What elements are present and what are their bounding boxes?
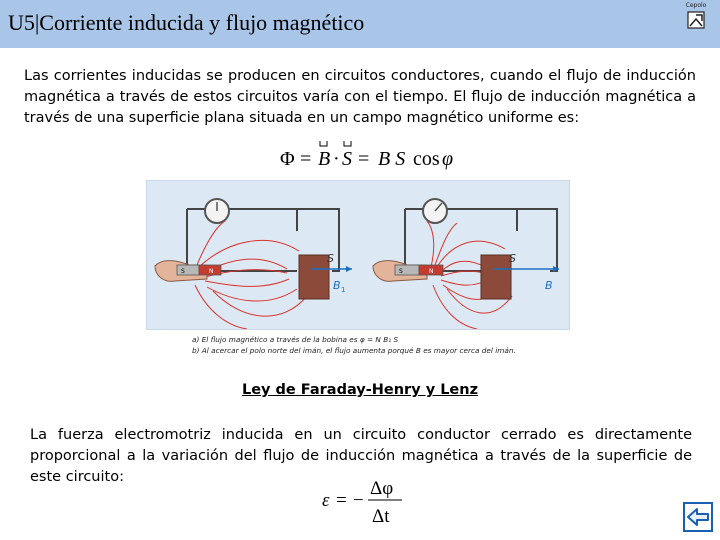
caption-line-a: a) El flujo magnético a través de la bob… xyxy=(192,335,399,344)
figure-caption: a) El flujo magnético a través de la bob… xyxy=(192,334,516,356)
left-circuit-wire xyxy=(186,208,340,272)
formula-s-vector: S xyxy=(342,148,352,170)
formula-b-vector: B xyxy=(318,148,330,170)
formula-emf: ε xyxy=(322,490,330,511)
formula2-numerator: Δφ xyxy=(370,478,393,499)
left-magnet-n xyxy=(198,264,222,276)
intro-paragraph: Las corrientes inducidas se producen en … xyxy=(24,68,696,126)
right-s-label: S xyxy=(509,252,516,265)
back-arrow-icon xyxy=(683,502,713,532)
formula2-minus: − xyxy=(353,490,364,511)
formula2-equals: = xyxy=(336,490,347,511)
right-circuit-wire xyxy=(404,208,558,272)
logo-text: Cepolo xyxy=(685,2,707,9)
formula-angle: φ xyxy=(442,148,453,170)
right-b-label: B xyxy=(545,279,553,292)
left-coil-icon xyxy=(298,254,330,300)
formula2-denominator: Δt xyxy=(372,506,390,526)
right-magnet-n xyxy=(418,264,444,276)
formula-phi: Φ xyxy=(280,148,295,170)
right-panel: S N S B xyxy=(372,198,559,330)
formula-dot: · xyxy=(333,148,340,170)
left-b-label: B xyxy=(333,279,341,292)
formula-bs: B S xyxy=(378,148,405,170)
faraday-formula: ε = − Δφ Δt xyxy=(322,478,402,526)
right-coil-icon xyxy=(480,254,512,300)
formula-equals-2: = xyxy=(358,148,369,170)
left-b-subscript: 1 xyxy=(341,286,345,294)
formula-equals: = xyxy=(300,148,311,170)
logo-graphic xyxy=(687,11,705,29)
left-s-label: S xyxy=(327,252,334,265)
formula-cos: cos xyxy=(413,148,440,170)
logo-icon: Cepolo xyxy=(681,2,711,38)
left-magnet-n-label: N xyxy=(209,268,214,275)
left-panel: S N S B 1 xyxy=(154,198,352,330)
law-heading: Ley de Faraday-Henry y Lenz xyxy=(241,382,479,398)
right-magnet-n-label: N xyxy=(429,268,434,275)
page-title: U5|Corriente inducida y flujo magnético xyxy=(8,10,365,35)
left-field-lines xyxy=(194,220,308,330)
induction-figure: S N S B 1 xyxy=(146,180,570,330)
vector-mark-b xyxy=(319,141,328,147)
right-magnet-s-label: S xyxy=(399,268,403,275)
law-paragraph: La fuerza electromotriz inducida en un c… xyxy=(30,427,692,485)
flux-formula: Φ = B · S = B S cos φ xyxy=(280,141,453,170)
caption-line-b: b) Al acercar el polo norte del imán, el… xyxy=(192,346,516,355)
left-magnet-s-label: S xyxy=(181,268,185,275)
header-bar: U5|Corriente inducida y flujo magnético … xyxy=(0,0,720,48)
back-button[interactable] xyxy=(683,502,713,532)
induction-illustration: S N S B 1 xyxy=(154,198,559,330)
vector-mark-s xyxy=(343,141,352,147)
